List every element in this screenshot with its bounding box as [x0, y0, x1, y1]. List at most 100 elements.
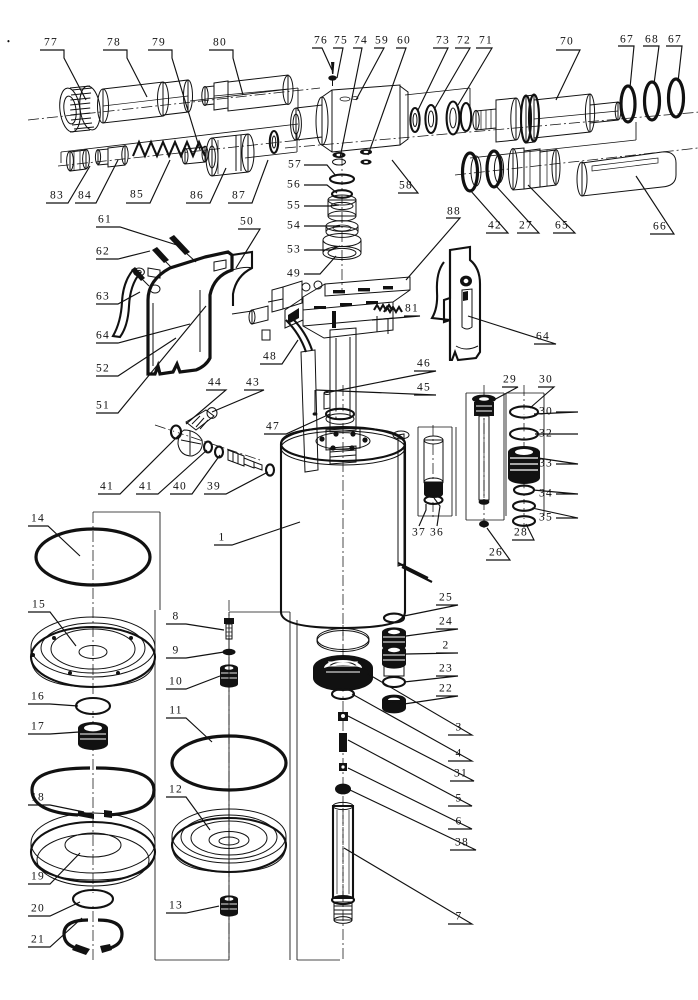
- group-seal-stack: [508, 385, 540, 528]
- group-cap-row: [454, 147, 698, 197]
- callout-55: 55: [287, 199, 301, 212]
- callout-26: 26: [489, 546, 503, 559]
- callout-20: 20: [31, 902, 45, 915]
- callout-21: 21: [31, 933, 45, 946]
- part-38b-ball: [335, 783, 351, 795]
- callout-13: 13: [169, 899, 183, 912]
- part-2-packing: [382, 645, 406, 677]
- corner-dot-marker: •: [6, 36, 12, 47]
- callout-53: 53: [287, 243, 301, 256]
- callout-6: 6: [455, 815, 463, 828]
- callout-64: 64: [96, 329, 110, 342]
- callout-54: 54: [287, 219, 301, 232]
- callout-41: 41: [100, 480, 114, 493]
- callout-76: 76: [314, 34, 328, 47]
- callout-70: 70: [560, 35, 574, 48]
- group-handle-shell: [430, 245, 482, 362]
- callout-56: 56: [287, 178, 301, 191]
- part-62-pin: [152, 247, 173, 269]
- callout-32: 32: [539, 427, 553, 440]
- callout-43: 43: [246, 376, 260, 389]
- part-78-cylinder-barrel: [97, 79, 193, 124]
- callout-45: 45: [417, 381, 431, 394]
- callout-84: 84: [78, 189, 92, 202]
- callout-60: 60: [397, 34, 411, 47]
- callout-35: 35: [539, 511, 553, 524]
- group-air-motor: [27, 74, 321, 163]
- group-valve-stack: [322, 155, 362, 290]
- callout-37: 37: [412, 526, 426, 539]
- part-25-washer: [382, 612, 406, 624]
- callout-27: 27: [519, 219, 533, 232]
- callout-87: 87: [232, 189, 246, 202]
- callout-51: 51: [96, 399, 110, 412]
- part-31-washer: [330, 687, 356, 701]
- callout-34: 34: [539, 487, 553, 500]
- part-81-small-springs: [373, 302, 403, 334]
- group-trigger-handle: [111, 235, 254, 376]
- part-86-valve-sleeve: [181, 133, 255, 177]
- callout-40: 40: [173, 480, 187, 493]
- part-17-bushing: [78, 722, 108, 750]
- callout-71: 71: [479, 34, 493, 47]
- callout-30: 30: [539, 405, 553, 418]
- callout-86: 86: [190, 189, 204, 202]
- callout-65: 65: [555, 219, 569, 232]
- callout-44: 44: [208, 376, 222, 389]
- part-48-air-inlet-bracket: [231, 280, 323, 473]
- callout-16: 16: [31, 690, 45, 703]
- callout-31: 31: [454, 767, 468, 780]
- callout-57: 57: [288, 158, 302, 171]
- part-65-muffler: [507, 147, 561, 191]
- callout-75: 75: [334, 34, 348, 47]
- callout-2: 2: [442, 639, 450, 652]
- callout-11: 11: [169, 704, 183, 717]
- callout-7: 7: [455, 910, 463, 923]
- part-39-washer: [264, 463, 276, 477]
- leader-lines: [28, 45, 683, 948]
- callout-38: 38: [455, 836, 469, 849]
- part-66-nozzle-grip: [576, 151, 677, 197]
- part-43-fitting: [177, 407, 218, 457]
- part-73-washer: [409, 106, 421, 134]
- callout-14: 14: [31, 512, 45, 525]
- callout-61: 61: [98, 213, 112, 226]
- callout-46: 46: [417, 357, 431, 370]
- callout-36: 36: [430, 526, 444, 539]
- callout-49: 49: [287, 267, 301, 280]
- part-70-spool-shaft: [472, 93, 622, 144]
- callout-83: 83: [50, 189, 64, 202]
- callout-77: 77: [44, 36, 58, 49]
- callout-72: 72: [457, 34, 471, 47]
- part-35-o-ring: [511, 515, 537, 527]
- callout-80: 80: [213, 36, 227, 49]
- callout-66: 66: [653, 220, 667, 233]
- part-85-compression-spring: [132, 139, 206, 159]
- callout-79: 79: [152, 36, 166, 49]
- callout-25: 25: [439, 591, 453, 604]
- part-71-seal: [445, 100, 473, 136]
- callout-73: 73: [436, 34, 450, 47]
- part-61b-pin: [131, 267, 150, 287]
- part-83-nut: [66, 148, 90, 172]
- part-42-seal: [460, 151, 482, 193]
- callout-24: 24: [439, 615, 453, 628]
- part-6-spring-pin: [339, 733, 347, 752]
- part-22-seal: [382, 694, 406, 714]
- callout-64: 64: [536, 330, 550, 343]
- part-7-rod: [330, 801, 356, 924]
- part-4-piston-seal: [313, 655, 373, 691]
- part-27-seal: [485, 149, 505, 189]
- callout-67: 67: [620, 33, 634, 46]
- group-spring-row: [57, 129, 301, 177]
- part-20-ring: [71, 888, 115, 910]
- callout-19: 19: [31, 870, 45, 883]
- callout-17: 17: [31, 720, 45, 733]
- callout-22: 22: [439, 682, 453, 695]
- part-76-pin: [328, 62, 337, 86]
- callout-23: 23: [439, 662, 453, 675]
- callout-1: 1: [218, 531, 226, 544]
- callout-88: 88: [447, 205, 461, 218]
- group-valve-body: [244, 62, 698, 166]
- part-53-cup-seal: [322, 233, 362, 260]
